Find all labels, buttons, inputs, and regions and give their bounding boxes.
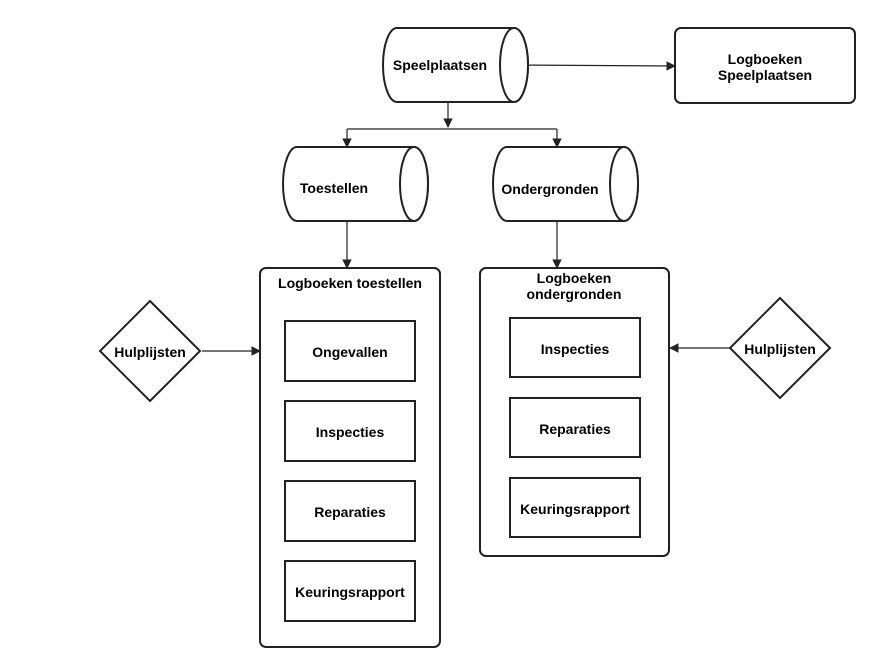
speelplaatsen-cylinder-cap [499, 27, 529, 103]
toestellen-cylinder-cap [399, 146, 429, 222]
ondergronden-item-label: Keuringsrapport [520, 501, 630, 517]
ondergronden-item-box [509, 317, 641, 378]
logboeken-speelplaatsen-box [674, 27, 856, 104]
toestellen-node: Toestellen [282, 146, 429, 222]
toestellen-item-label: Reparaties [314, 504, 386, 520]
logboeken-speelplaatsen-label-line2: Speelplaatsen [718, 67, 812, 83]
connectors [202, 61, 730, 356]
toestellen-item-box [284, 560, 416, 622]
logboeken-speelplaatsen-label-line1: Logboeken [728, 51, 803, 67]
toestellen-item-box [284, 400, 416, 462]
hulplijsten-right-label: Hulplijsten [744, 341, 816, 357]
ondergronden-item-label: Reparaties [539, 421, 611, 437]
hulplijsten-right-diamond [728, 296, 832, 400]
logboeken-toestellen-title: Logboeken toestellen [278, 275, 422, 291]
ondergronden-label: Ondergronden [501, 181, 598, 197]
toestellen-item-label: Inspecties [316, 424, 385, 440]
ondergronden-item-box [509, 477, 641, 538]
hulplijsten-right-node: Hulplijsten [728, 296, 832, 400]
toestellen-item-label: Ongevallen [312, 344, 387, 360]
speelplaatsen-node: Speelplaatsen [382, 27, 529, 103]
toestellen-item-box [284, 480, 416, 542]
ondergronden-node: Ondergronden [492, 146, 639, 222]
logboeken-toestellen-node: Logboeken toestellen Ongevallen Inspecti… [259, 267, 441, 648]
edge-speelplaatsen-to-logboeken [511, 61, 676, 71]
ondergronden-cylinder-cap [609, 146, 639, 222]
toestellen-item-label: Keuringsrapport [295, 584, 405, 600]
speelplaatsen-label: Speelplaatsen [393, 57, 487, 73]
logboeken-ondergronden-node: Logboeken ondergronden Inspecties Repara… [479, 267, 670, 557]
logboeken-ondergronden-title-line1: Logboeken [537, 270, 612, 286]
logboeken-ondergronden-title-line2: ondergronden [527, 286, 622, 302]
logboeken-speelplaatsen-node: Logboeken Speelplaatsen [674, 27, 856, 104]
ondergronden-item-box [509, 397, 641, 458]
hulplijsten-left-node: Hulplijsten [98, 299, 202, 403]
toestellen-item-box [284, 320, 416, 382]
toestellen-label: Toestellen [300, 180, 368, 196]
hulplijsten-left-label: Hulplijsten [114, 344, 186, 360]
hulplijsten-left-diamond [98, 299, 202, 403]
ondergronden-item-label: Inspecties [541, 341, 610, 357]
